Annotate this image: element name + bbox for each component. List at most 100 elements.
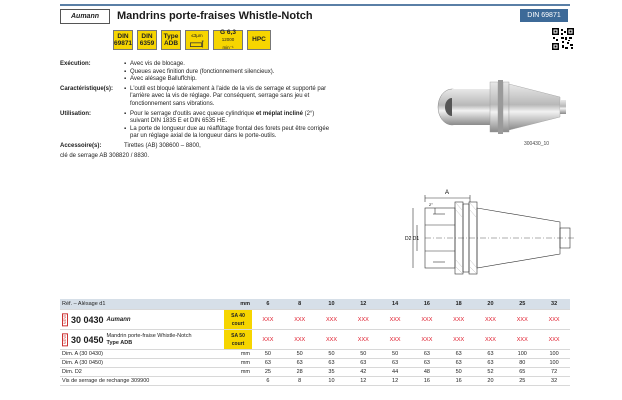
dim-value: 50 <box>283 349 316 359</box>
table-row: Dim. D2 mm 25 28 35 42 44 48 50 52 65 72 <box>60 367 570 377</box>
dim-value: 25 <box>252 367 284 377</box>
price-cell: XXX <box>347 309 380 330</box>
dim-value: 50 <box>315 349 348 359</box>
sa-badge: SA 40 court <box>224 309 252 330</box>
features-label: Caractéristique(s): <box>60 85 114 92</box>
header-unit: mm <box>224 299 252 310</box>
dim-value: 48 <box>410 367 443 377</box>
table-row: Vis de serrage de rechange 309900 6 8 10… <box>60 376 570 386</box>
dim-value: 50 <box>379 349 411 359</box>
dim-value: 72 <box>538 367 570 377</box>
size-12: 12 <box>347 299 380 310</box>
dim-value: 63 <box>474 358 507 368</box>
usage-item: La porte de longueur due au réaffûtage f… <box>124 126 330 141</box>
header-label: Réf. – Alésage d1 <box>60 299 224 310</box>
page-title: Mandrins porte-fraises Whistle-Notch <box>117 10 313 22</box>
size-10: 10 <box>315 299 348 310</box>
price-cell: XXX <box>252 309 284 330</box>
dim-value: 65 <box>506 367 539 377</box>
dim-value: 32 <box>538 376 570 386</box>
figure-label: 300430_10 <box>524 141 550 147</box>
price-cell: XXX <box>315 309 348 330</box>
angle-label: 2° <box>429 202 433 207</box>
size-20: 20 <box>474 299 507 310</box>
accessories-line: clé de serrage AB 308820 / 8830. <box>60 152 150 159</box>
size-32: 32 <box>538 299 570 310</box>
dim-value: 100 <box>506 349 539 359</box>
accessories-line: Tirettes (AB) 308600 – 8800, <box>124 142 201 149</box>
price-cell: XXX <box>379 329 411 350</box>
product-description: Exécution: Avec vis de blocage. Queues a… <box>60 61 330 160</box>
product-photo <box>437 80 566 134</box>
dim-value: 52 <box>474 367 507 377</box>
dim-value: 20 <box>474 376 507 386</box>
size-8: 8 <box>283 299 316 310</box>
article-number[interactable]: 30 0450 <box>71 334 104 345</box>
price-cell: XXX <box>315 329 348 350</box>
price-cell: XXX <box>506 309 539 330</box>
accessories-label: Accessoire(s): <box>60 142 102 149</box>
din-badge: DIN 69871 <box>520 9 568 22</box>
article-number[interactable]: 30 0430 <box>71 314 104 325</box>
dim-unit: mm <box>224 367 252 377</box>
features-item: L'outil est bloqué latéralement à l'aide… <box>124 86 330 109</box>
dim-value: 63 <box>283 358 316 368</box>
execution-label: Exécution: <box>60 61 91 67</box>
dim-label: Dim. A (30 0430) <box>60 349 224 359</box>
table-row: NEW 30 0450 Mandrin porte-fraise Whistle… <box>60 329 570 350</box>
dim-value: 50 <box>347 349 380 359</box>
dim-value: 63 <box>442 349 475 359</box>
dim-value: 63 <box>442 358 475 368</box>
table-row: Dim. A (30 0430) mm 50 50 50 50 50 63 63… <box>60 349 570 359</box>
dim-label: Dim. D2 <box>60 367 224 377</box>
dim-value: 100 <box>538 349 570 359</box>
dim-unit: mm <box>224 358 252 368</box>
header-rule <box>60 4 570 6</box>
hpc-icon: HPC <box>247 30 271 50</box>
execution-item: Avec vis de blocage. <box>124 61 330 69</box>
size-16: 16 <box>410 299 443 310</box>
dim-value: 16 <box>442 376 475 386</box>
usage-item: Pour le serrage d'outils avec queue cyli… <box>124 111 330 126</box>
execution-item: Queues avec finition dure (fonctionnemen… <box>124 69 330 77</box>
execution-item: Avec alésage Balluffchip. <box>124 76 330 84</box>
size-18: 18 <box>442 299 475 310</box>
dim-value: 63 <box>252 358 284 368</box>
new-tag: NEW <box>62 312 68 327</box>
dim-label: Vis de serrage de rechange 309900 <box>60 376 224 386</box>
price-cell: XXX <box>506 329 539 350</box>
dim-value: 50 <box>252 349 284 359</box>
dim-value: 10 <box>315 376 348 386</box>
product-cell: NEW 30 0450 Mandrin porte-fraise Whistle… <box>60 329 224 350</box>
table-row: Dim. A (30 0450) mm 63 63 63 63 63 63 63… <box>60 358 570 368</box>
size-6: 6 <box>252 299 284 310</box>
price-cell: XXX <box>379 309 411 330</box>
dim-value: 42 <box>347 367 380 377</box>
price-cell: XXX <box>474 329 507 350</box>
dim-value: 28 <box>283 367 316 377</box>
dim-a-label: A <box>445 190 449 196</box>
price-cell: XXX <box>347 329 380 350</box>
usage-label: Utilisation: <box>60 110 91 117</box>
dim-value: 44 <box>379 367 411 377</box>
dim-value: 8 <box>283 376 316 386</box>
dim-value: 6 <box>252 376 284 386</box>
product-cell: NEW 30 0430 Aumann <box>60 309 224 330</box>
dim-value: 12 <box>379 376 411 386</box>
dim-value: 50 <box>442 367 475 377</box>
dim-value: 63 <box>379 358 411 368</box>
price-cell: XXX <box>283 329 316 350</box>
new-tag: NEW <box>62 332 68 347</box>
dim-value: 25 <box>506 376 539 386</box>
price-cell: XXX <box>252 329 284 350</box>
qr-code-icon <box>552 28 574 50</box>
size-14: 14 <box>379 299 411 310</box>
dim-unit <box>224 376 252 386</box>
brand-logo: Aumann <box>60 9 110 24</box>
price-cell: XXX <box>442 309 475 330</box>
runout-icon: ≤3µm <box>185 30 209 50</box>
